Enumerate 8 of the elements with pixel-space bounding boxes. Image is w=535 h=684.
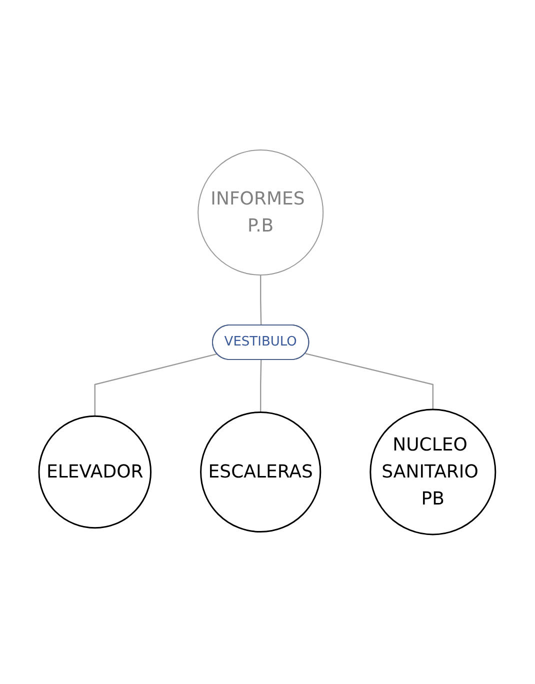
node-circle: ELEVADOR	[38, 415, 152, 528]
node-circle: NUCLEO SANITARIO PB	[370, 408, 496, 535]
connector	[260, 274, 262, 326]
connector	[94, 353, 218, 416]
node-circle: ESCALERAS	[200, 411, 322, 532]
connector	[306, 352, 434, 410]
node-circle: INFORMES P.B	[198, 149, 324, 276]
connector	[260, 360, 262, 412]
